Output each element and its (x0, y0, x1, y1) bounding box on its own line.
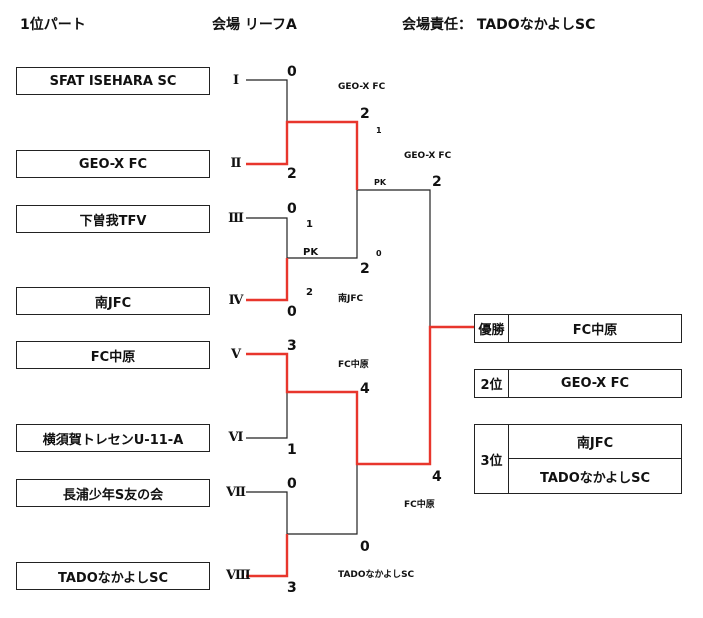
seed-4: Ⅳ (228, 293, 244, 308)
pk-label-r1: PK (303, 247, 319, 258)
score-team8: 3 (287, 580, 297, 596)
win-line-team4 (246, 258, 289, 302)
team-box-4: 南JFC (16, 287, 210, 315)
third-label: 3位 (475, 425, 509, 493)
sf2-bottom-score: 0 (360, 539, 370, 555)
win-line-team2 (246, 120, 359, 190)
line-team3 (246, 217, 288, 258)
seed-6: Ⅵ (228, 430, 244, 445)
pk-top-r1: 1 (306, 219, 313, 230)
seed-5: Ⅴ (230, 347, 242, 362)
line-final-loser (357, 189, 431, 327)
sf1-bottom-name: 南JFC (338, 294, 364, 304)
line-team1 (246, 79, 288, 122)
team-box-1: SFAT ISEHARA SC (16, 67, 210, 95)
team-box-8: TADOなかよしSC (16, 562, 210, 590)
line-sf2-loser (287, 464, 358, 535)
sf1-bottom-score: 2 (360, 261, 370, 277)
team-box-3: 下曽我TFV (16, 205, 210, 233)
r1-winner-3: FC中原 (338, 360, 369, 370)
champion-label: 優勝 (475, 315, 509, 342)
pk-bottom-r1: 2 (306, 287, 313, 298)
team-box-7: 長浦少年S友の会 (16, 479, 210, 507)
sf1-top-name: GEO-X FC (404, 151, 452, 161)
host-label: 会場責任： TADOなかよしSC (402, 17, 596, 33)
r1-winner-1: GEO-X FC (338, 82, 386, 92)
seed-3: Ⅲ (228, 211, 244, 226)
team-box-5: FC中原 (16, 341, 210, 369)
part-title: 1位パート (20, 17, 86, 33)
second-box: 2位 GEO-X FC (474, 369, 682, 398)
seed-7: Ⅶ (226, 485, 246, 500)
second-label: 2位 (475, 370, 509, 397)
final-top-score: 2 (432, 174, 442, 190)
sf1-pk-top: 1 (376, 126, 382, 135)
win-line-team8 (246, 534, 289, 578)
line-sf1-loser (287, 190, 358, 259)
team-box-6: 横須賀トレセンU-11-A (16, 424, 210, 452)
sf1-pk-bottom: 0 (376, 249, 382, 258)
champion-name: FC中原 (572, 323, 618, 338)
sf1-top-score: 2 (360, 106, 370, 122)
score-team6: 1 (287, 442, 297, 458)
score-team4: 0 (287, 304, 297, 320)
second-name: GEO-X FC (560, 376, 630, 391)
score-team1: 0 (287, 64, 297, 80)
line-team6 (246, 392, 288, 439)
score-team5: 3 (287, 338, 297, 354)
score-team3: 0 (287, 201, 297, 217)
seed-2: Ⅱ (230, 156, 242, 171)
third-name-a: 南JFC (509, 425, 681, 459)
r1-winner-4: TADOなかよしSC (338, 570, 415, 580)
sf2-top-score: 4 (360, 381, 370, 397)
line-team7 (246, 491, 288, 534)
final-bottom-score: 4 (432, 469, 442, 485)
final-bottom-name: FC中原 (404, 500, 435, 510)
score-team7: 0 (287, 476, 297, 492)
team-box-2: GEO-X FC (16, 150, 210, 178)
third-box: 3位 南JFC TADOなかよしSC (474, 424, 682, 494)
venue-label: 会場 リーフA (212, 17, 297, 33)
third-name-b: TADOなかよしSC (539, 470, 650, 486)
sf1-pk-label: PK (374, 178, 387, 187)
champion-box: 優勝 FC中原 (474, 314, 682, 343)
win-line-team5 (246, 325, 474, 466)
seed-8: Ⅷ (226, 568, 251, 583)
seed-1: Ⅰ (232, 73, 240, 88)
score-team2: 2 (287, 166, 297, 182)
